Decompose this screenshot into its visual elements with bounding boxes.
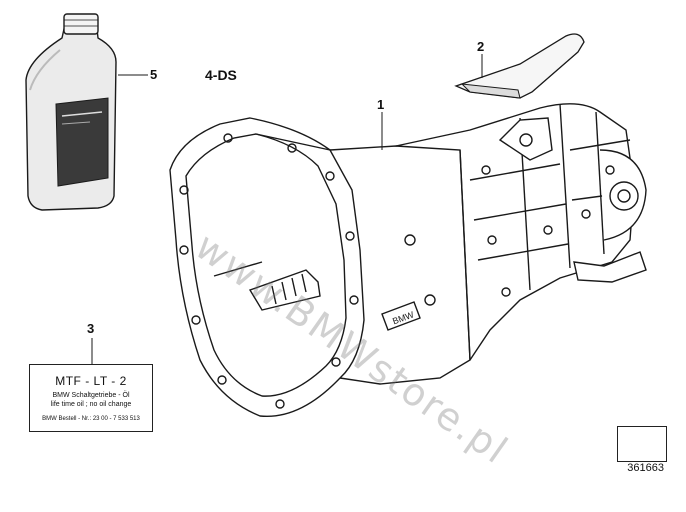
callout-3: 3 [87,321,95,336]
oil-label-part-number: BMW Bestell - Nr.: 23 00 - 7 533 513 [42,416,140,422]
oil-label-line2: life time oil ; no oil change [50,401,132,408]
oil-bottle-icon [25,13,117,211]
diagram-drawing: BMW [25,13,665,461]
callout-1: 1 [377,97,385,112]
callout-5: 5 [150,67,158,82]
variant-label: 4-DS [205,67,237,83]
reference-number: 361663 [627,462,664,474]
oil-label: MTF - LT - 2 BMW Schaltgetriebe - Öl lif… [29,364,153,432]
callout-2: 2 [477,39,485,54]
cover-plate-icon [454,33,585,99]
direction-box [617,426,667,462]
oil-label-title: MTF - LT - 2 [55,374,127,388]
gearbox-icon [169,103,647,418]
oil-label-line1: BMW Schaltgetriebe - Öl [52,392,130,399]
parts-diagram: BMW www.BMWstore.pl 5 4-DS 2 1 3 MTF - L… [25,13,667,474]
